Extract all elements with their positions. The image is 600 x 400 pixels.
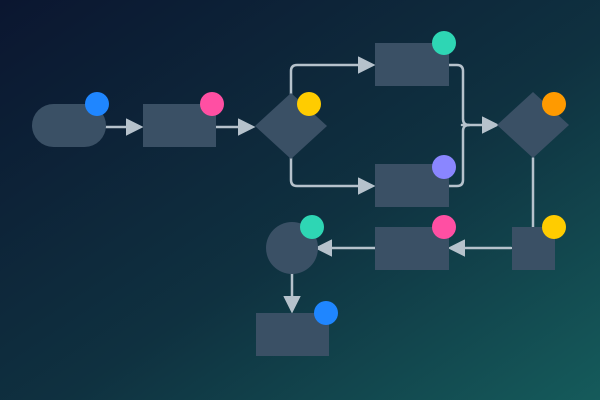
status-badge-decision-1: [297, 92, 321, 116]
status-badge-process-lower: [432, 155, 456, 179]
edge-decision-1-to-process-upper: [289, 56, 376, 99]
status-badge-process-right: [542, 215, 566, 239]
status-badge-end: [314, 301, 338, 325]
status-badge-process-upper: [432, 31, 456, 55]
badges: [85, 31, 566, 325]
status-badge-circle: [300, 215, 324, 239]
status-badge-process-middle: [432, 215, 456, 239]
status-badge-process-1: [200, 92, 224, 116]
edge-decision-1-to-process-lower: [289, 155, 376, 195]
start-terminator[interactable]: [32, 104, 106, 147]
status-badge-decision-2: [542, 92, 566, 116]
status-badge-start: [85, 92, 109, 116]
connectors: [104, 56, 535, 314]
